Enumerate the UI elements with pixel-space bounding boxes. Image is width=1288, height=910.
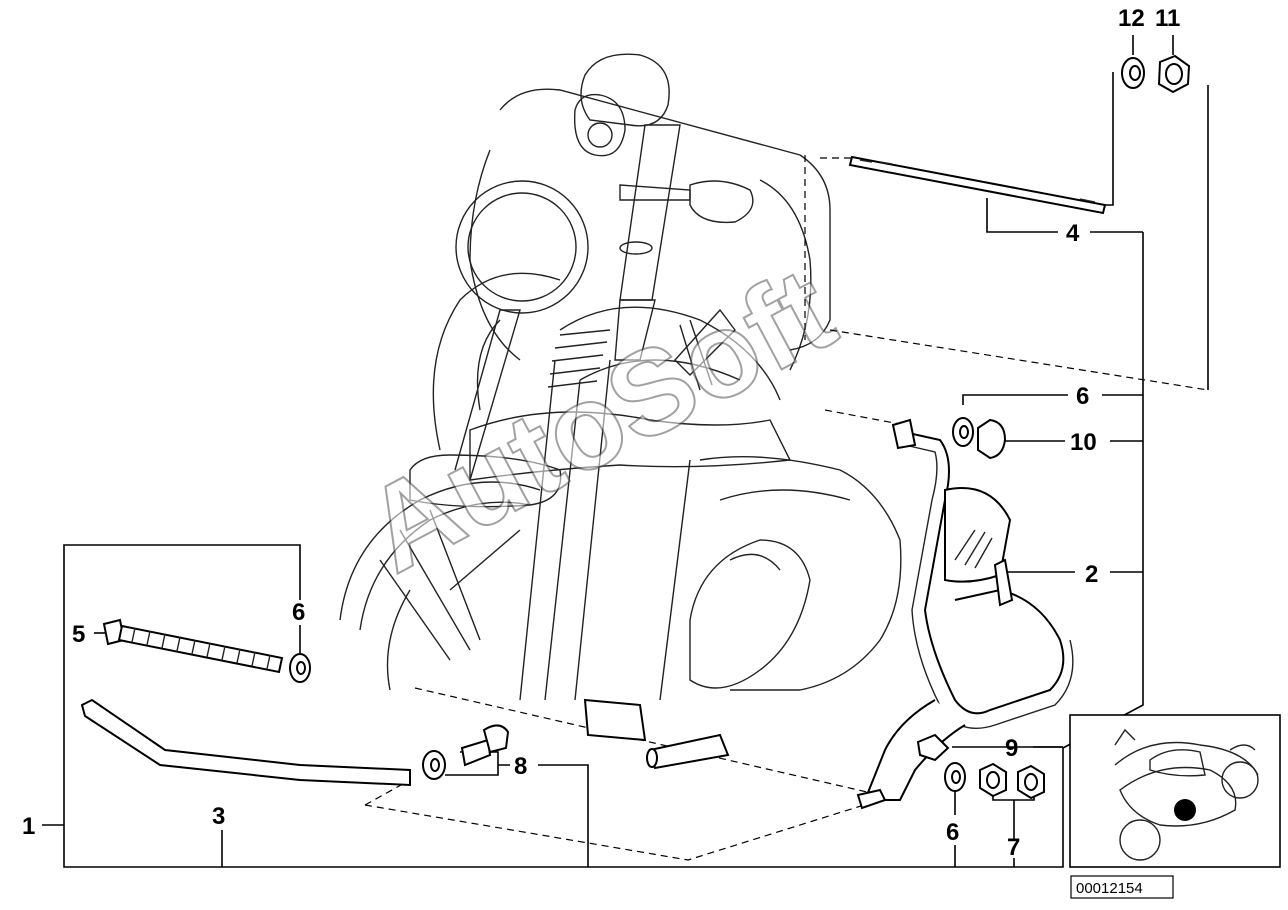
plate-part-9: [916, 733, 950, 762]
washer-part-6-upper: [952, 417, 974, 447]
location-dot-icon: [1174, 799, 1196, 821]
callout-9: 9: [1005, 735, 1018, 762]
callout-6-left: 6: [292, 599, 305, 626]
callout-6-upper: 6: [1076, 383, 1089, 410]
threaded-bolt-part-5: [102, 618, 284, 674]
callout-3: 3: [212, 803, 225, 830]
callout-1: 1: [22, 813, 35, 840]
callouts: 1 2 3 4 5 6 6 6 7 8 9 10 11 12: [22, 5, 1180, 861]
callout-4: 4: [1066, 220, 1080, 247]
callout-6-lower: 6: [946, 819, 959, 846]
callout-7: 7: [1007, 834, 1020, 861]
cap-nut-part-10: [977, 418, 1007, 460]
callout-8: 8: [514, 753, 527, 780]
diagram-reference-number: 00012154: [1076, 880, 1143, 897]
callout-5: 5: [72, 621, 85, 648]
callout-11: 11: [1155, 5, 1180, 32]
watermark: AutoSoft: [344, 242, 854, 598]
nut-part-7b: [1017, 764, 1045, 800]
callout-10: 10: [1070, 429, 1097, 456]
screw-part-8: [422, 724, 510, 780]
motorcycle-sketch: [339, 53, 902, 701]
washer-part-12: [1121, 57, 1145, 89]
reference-box: 00012154: [1070, 875, 1174, 899]
callout-2: 2: [1085, 561, 1098, 588]
washer-part-6-left: [289, 653, 311, 683]
crash-bar-part-2: [856, 418, 1074, 810]
nut-part-11: [1157, 54, 1191, 94]
motorcycle-thumbnail-icon: [1114, 728, 1259, 861]
long-bolt-part-4: [848, 155, 1107, 215]
washer-part-6-lower: [944, 762, 966, 792]
mount-bracket: [583, 698, 730, 770]
bar-part-3: [80, 698, 411, 787]
thumbnail-inset: [1069, 714, 1281, 868]
dashed-assembly-lines: [364, 155, 1209, 861]
callout-12: 12: [1118, 5, 1145, 32]
parts: [80, 54, 1191, 810]
leader-lines: [42, 35, 1209, 868]
nut-part-7a: [979, 762, 1007, 798]
